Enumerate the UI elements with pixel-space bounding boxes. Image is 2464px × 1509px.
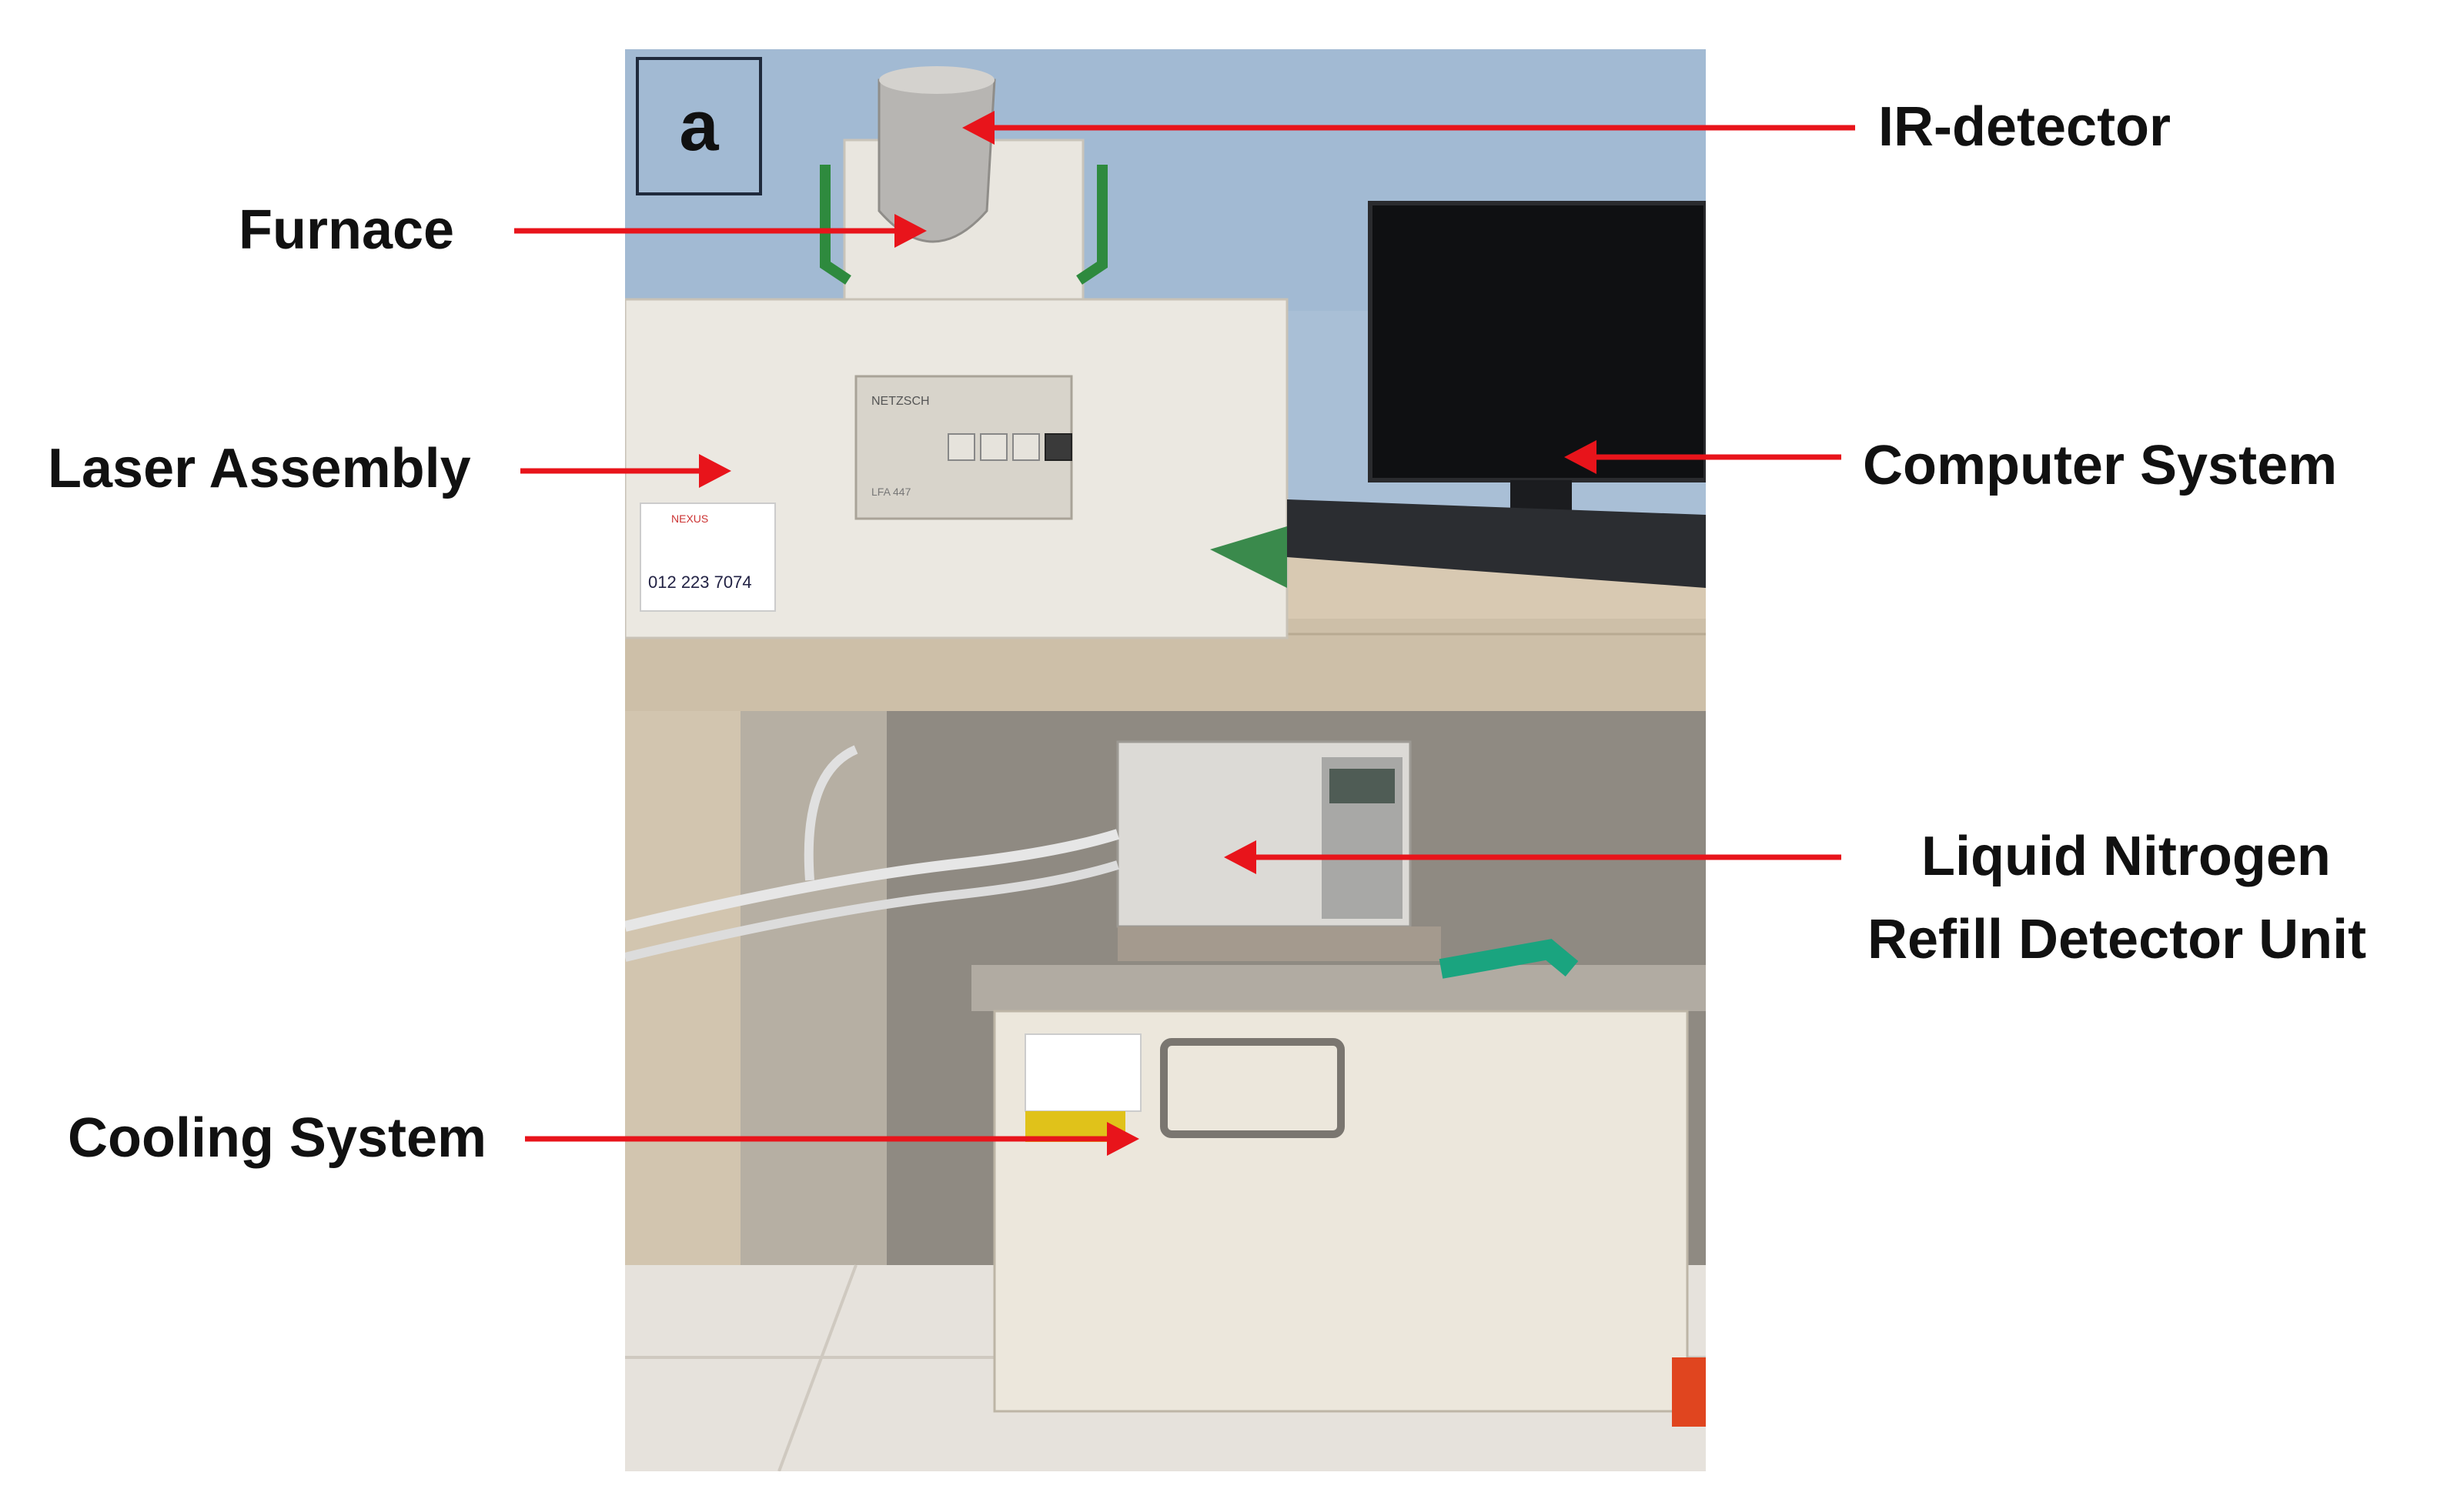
sticker xyxy=(640,502,776,612)
svg-text:NEXUS: NEXUS xyxy=(671,512,708,525)
label-furnace: Furnace xyxy=(239,199,455,261)
keyboard xyxy=(1287,499,1706,588)
label-cooling-system: Cooling System xyxy=(68,1107,487,1169)
photo-illustration: NETZSCH LFA 447 NEXUS 012 223 7074 xyxy=(625,49,1706,1471)
arrow-laser-assembly xyxy=(520,454,731,488)
label-liquid-nitrogen-line1: Liquid Nitrogen xyxy=(1921,826,2331,887)
arrow-liquid-nitrogen xyxy=(1224,840,1841,874)
cabinet-handle xyxy=(1160,1038,1345,1138)
model-text: LFA 447 xyxy=(871,486,911,498)
arrow-computer-system xyxy=(1564,440,1841,474)
brand-text: NETZSCH xyxy=(871,395,930,408)
ir-detector-dewar xyxy=(878,78,996,243)
svg-text:012 223 7074: 012 223 7074 xyxy=(648,573,752,592)
arrow-ir-detector xyxy=(962,111,1855,145)
arrow-furnace xyxy=(514,214,927,248)
lab-equipment-photo: NETZSCH LFA 447 NEXUS 012 223 7074 xyxy=(625,49,1706,1471)
cooling-lid xyxy=(971,965,1706,1011)
label-laser-assembly: Laser Assembly xyxy=(48,438,471,499)
panel-label: a xyxy=(636,57,762,195)
label-liquid-nitrogen-line2: Refill Detector Unit xyxy=(1867,909,2367,970)
arrow-cooling-system xyxy=(525,1122,1139,1156)
label-computer-system: Computer System xyxy=(1863,435,2338,496)
label-ir-detector: IR-detector xyxy=(1878,96,2171,158)
